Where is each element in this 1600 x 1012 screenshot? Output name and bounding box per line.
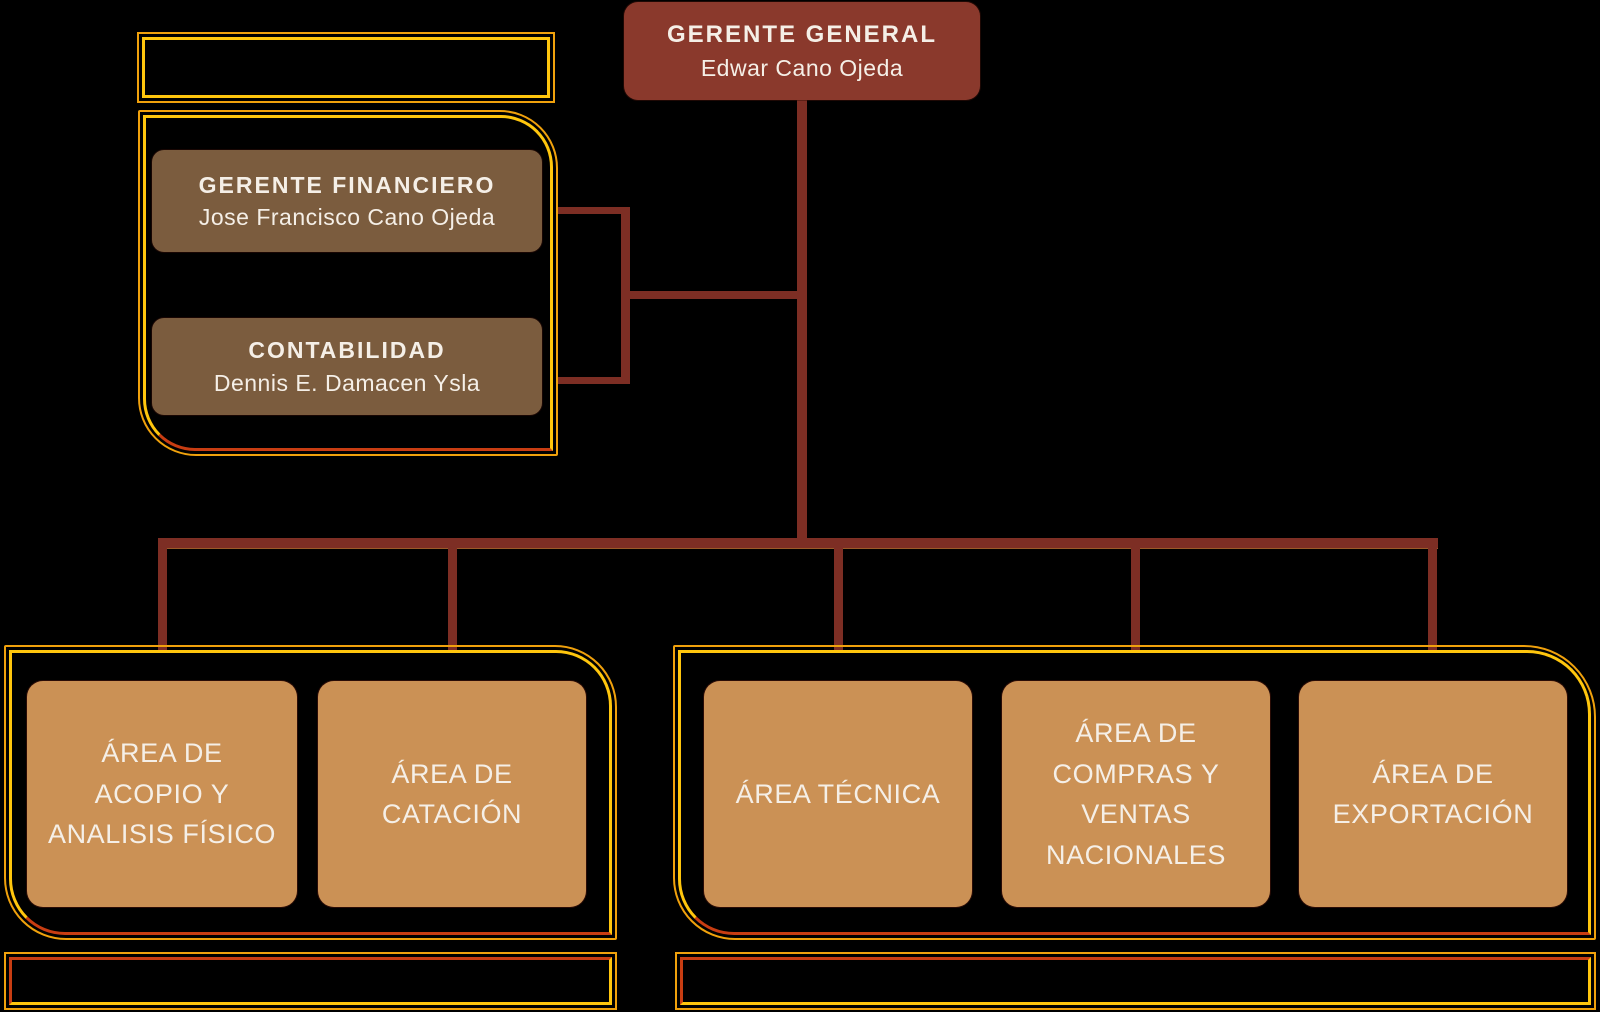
node-gerente-general: GERENTE GENERAL Edwar Cano Ojeda (624, 2, 980, 100)
node-contabilidad: CONTABILIDAD Dennis E. Damacen Ysla (152, 318, 542, 415)
right-areas-frame (673, 645, 1596, 940)
left-bottom-strip (4, 952, 617, 1010)
right-bottom-strip (675, 952, 1596, 1010)
connector-drop-catacion (448, 546, 457, 650)
connector-trunk (797, 100, 807, 548)
empty-gold-frame (137, 32, 555, 103)
connector-stub-accounting (558, 377, 630, 384)
node-gerente-financiero: GERENTE FINANCIERO Jose Francisco Cano O… (152, 150, 542, 252)
node-area-catacion: ÁREA DE CATACIÓN (318, 681, 586, 907)
node-person: Edwar Cano Ojeda (700, 54, 904, 81)
connector-main-horizontal (158, 538, 1438, 549)
connector-drop-exportacion (1428, 546, 1437, 650)
node-area-compras: ÁREA DE COMPRAS Y VENTAS NACIONALES (1002, 681, 1270, 907)
node-area-acopio: ÁREA DE ACOPIO Y ANALISIS FÍSICO (27, 681, 297, 907)
connector-drop-acopio (158, 546, 167, 650)
finance-group-frame (138, 110, 558, 456)
connector-drop-compras (1131, 546, 1140, 650)
node-area-tecnica: ÁREA TÉCNICA (704, 681, 972, 907)
connector-drop-tecnica (834, 546, 843, 650)
node-person: Jose Francisco Cano Ojeda (198, 204, 496, 230)
connector-bracket-to-trunk (621, 291, 807, 299)
connector-stub-finance (558, 207, 630, 214)
node-title: GERENTE FINANCIERO (198, 171, 496, 198)
node-person: Dennis E. Damacen Ysla (213, 369, 481, 396)
node-title: GERENTE GENERAL (666, 21, 938, 49)
node-title: CONTABILIDAD (248, 337, 446, 364)
left-areas-frame (4, 645, 617, 940)
node-area-exportacion: ÁREA DE EXPORTACIÓN (1299, 681, 1567, 907)
